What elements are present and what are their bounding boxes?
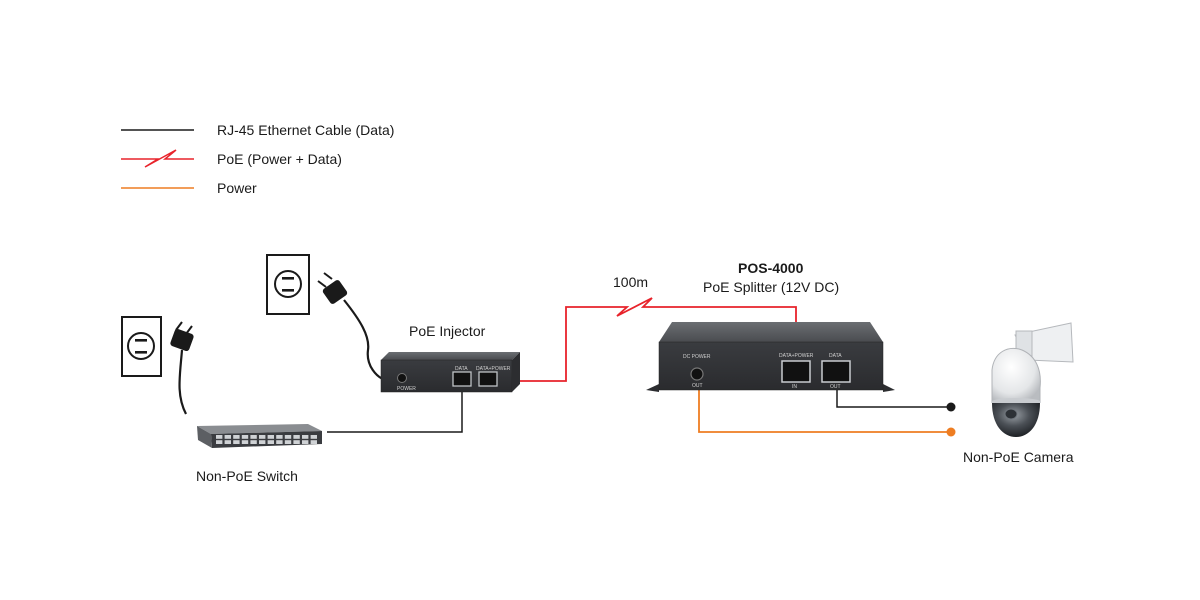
switch-port [259,440,266,444]
switch-port [267,440,274,444]
legend-poe-swatch [121,149,194,168]
legend-poe-label: PoE (Power + Data) [217,151,342,167]
splitter-in-label: IN [792,384,797,390]
network-switch-icon [197,424,322,448]
switch-port [216,435,223,439]
switch-port [241,440,249,444]
switch-port [310,435,317,439]
splitter-in-port [781,360,811,383]
switch-port [310,440,317,444]
splitter-data-label: DATA [829,353,842,359]
camera-label: Non-PoE Camera [963,449,1074,465]
switch-port [233,435,240,439]
switch-port [259,435,266,439]
legend-power-label: Power [217,180,257,196]
switch-port [267,435,274,439]
power-plug-icon [170,321,194,415]
legend-ethernet-label: RJ-45 Ethernet Cable (Data) [217,122,394,138]
splitter-data-out-label: OUT [830,384,841,390]
power-cable-splitter-camera [698,384,950,433]
power-plug-icon [317,272,389,383]
power-cable-end [946,427,956,437]
ptz-camera-icon [991,322,1074,437]
distance-label: 100m [613,274,648,290]
switch-port [293,440,300,444]
ethernet-cable-splitter-camera [836,384,950,408]
injector-poe-port-label: DATA+POWER [476,366,511,372]
switch-port [224,435,231,439]
switch-label: Non-PoE Switch [196,468,298,484]
injector-label: PoE Injector [409,323,486,339]
switch-port [302,440,309,444]
splitter-dc-power-label: DC POWER [683,354,711,360]
switch-port [224,440,231,444]
switch-port [250,440,257,444]
poe-cable-100m [492,297,797,382]
poe-injector-device: POWER DATA DATA+POWER [380,352,520,393]
splitter-model-label: POS-4000 [738,260,804,276]
splitter-dc-jack [690,367,704,381]
switch-port [284,435,292,439]
switch-port [233,440,240,444]
splitter-data-port [821,360,851,383]
splitter-desc-label: PoE Splitter (12V DC) [703,279,839,295]
switch-port [302,435,309,439]
switch-port [276,440,283,444]
legend: RJ-45 Ethernet Cable (Data) PoE (Power +… [121,122,394,196]
switch-port [241,435,249,439]
poe-splitter-device: DC POWER OUT DATA+POWER IN DATA OUT [646,322,895,392]
switch-port [284,440,292,444]
splitter-data-power-label: DATA+POWER [779,353,814,359]
injector-data-port-label: DATA [455,366,468,372]
injector-power-port-label: POWER [397,386,416,392]
splitter-out-label: OUT [692,383,703,389]
switch-port [250,435,257,439]
switch-port [293,435,300,439]
wall-outlet-icon [121,316,162,377]
injector-data-port [452,371,472,387]
switch-port [216,440,223,444]
injector-poe-port [478,371,498,387]
ethernet-cable-end [946,402,956,412]
injector-dc-jack [397,373,407,383]
switch-port [276,435,283,439]
ethernet-cable-switch-injector [327,388,463,433]
wall-outlet-icon [266,254,310,315]
